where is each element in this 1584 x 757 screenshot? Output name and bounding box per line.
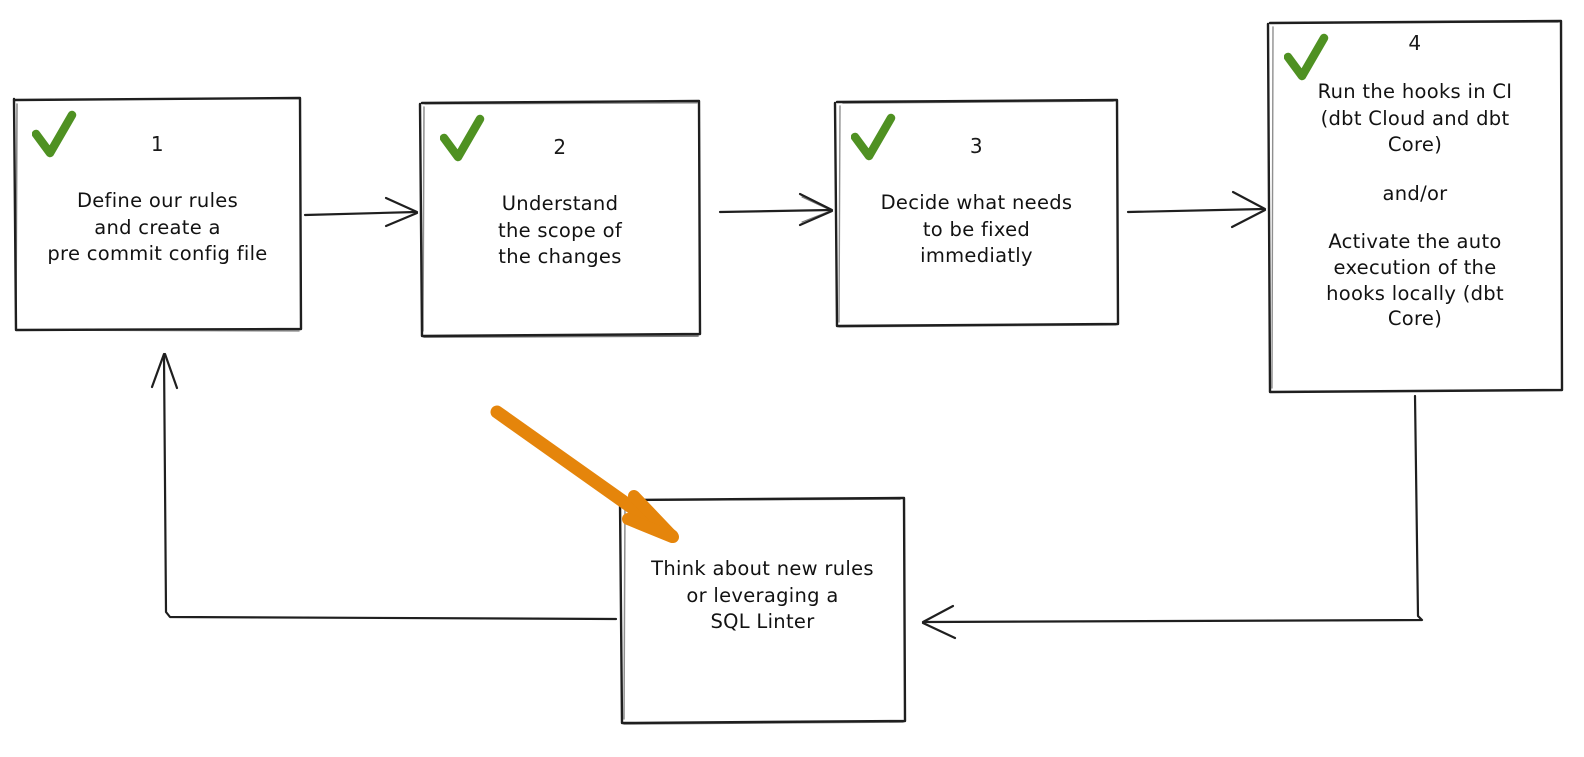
node-step-number: 1 <box>150 132 165 156</box>
node-text: Think about new rules or leveraging a SQ… <box>651 557 874 634</box>
arrow-1-to-2 <box>303 196 419 228</box>
node-2-outline <box>418 99 702 338</box>
arrow-3-to-4 <box>1126 190 1267 229</box>
node-text-secondary: Activate the auto execution of the hooks… <box>1326 230 1504 331</box>
node-text: Define our rules and create a pre commit… <box>47 189 268 266</box>
orange-highlight-arrow <box>490 405 679 543</box>
node-3-outline <box>833 98 1120 328</box>
node-step-number: 2 <box>553 135 567 159</box>
flow-node-new-rules[interactable]: Think about new rules or leveraging a SQ… <box>620 498 905 723</box>
arrow-2-to-3 <box>718 192 834 227</box>
flow-node-decide-fixes[interactable]: 3 Decide what needs to be fixed immediat… <box>835 100 1118 325</box>
node-5-outline <box>618 496 907 725</box>
node-text-primary: Run the hooks in CI (dbt Cloud and dbt C… <box>1317 80 1513 157</box>
node-step-number: 3 <box>969 134 984 158</box>
node-text: Decide what needs to be fixed immediatly <box>880 191 1073 268</box>
flow-node-understand-scope[interactable]: 2 Understand the scope of the changes <box>420 101 700 335</box>
flow-node-define-rules[interactable]: 1 Define our rules and create a pre comm… <box>14 98 301 330</box>
node-1-outline <box>12 96 303 332</box>
node-4-outline <box>1266 19 1564 394</box>
node-step-number: 4 <box>1408 31 1422 55</box>
node-text: Understand the scope of the changes <box>498 192 622 269</box>
arrow-4-to-5 <box>921 394 1424 640</box>
node-text-connector: and/or <box>1382 181 1448 205</box>
arrow-5-to-1 <box>150 352 618 621</box>
flow-node-run-hooks[interactable]: 4 Run the hooks in CI (dbt Cloud and dbt… <box>1268 21 1562 392</box>
